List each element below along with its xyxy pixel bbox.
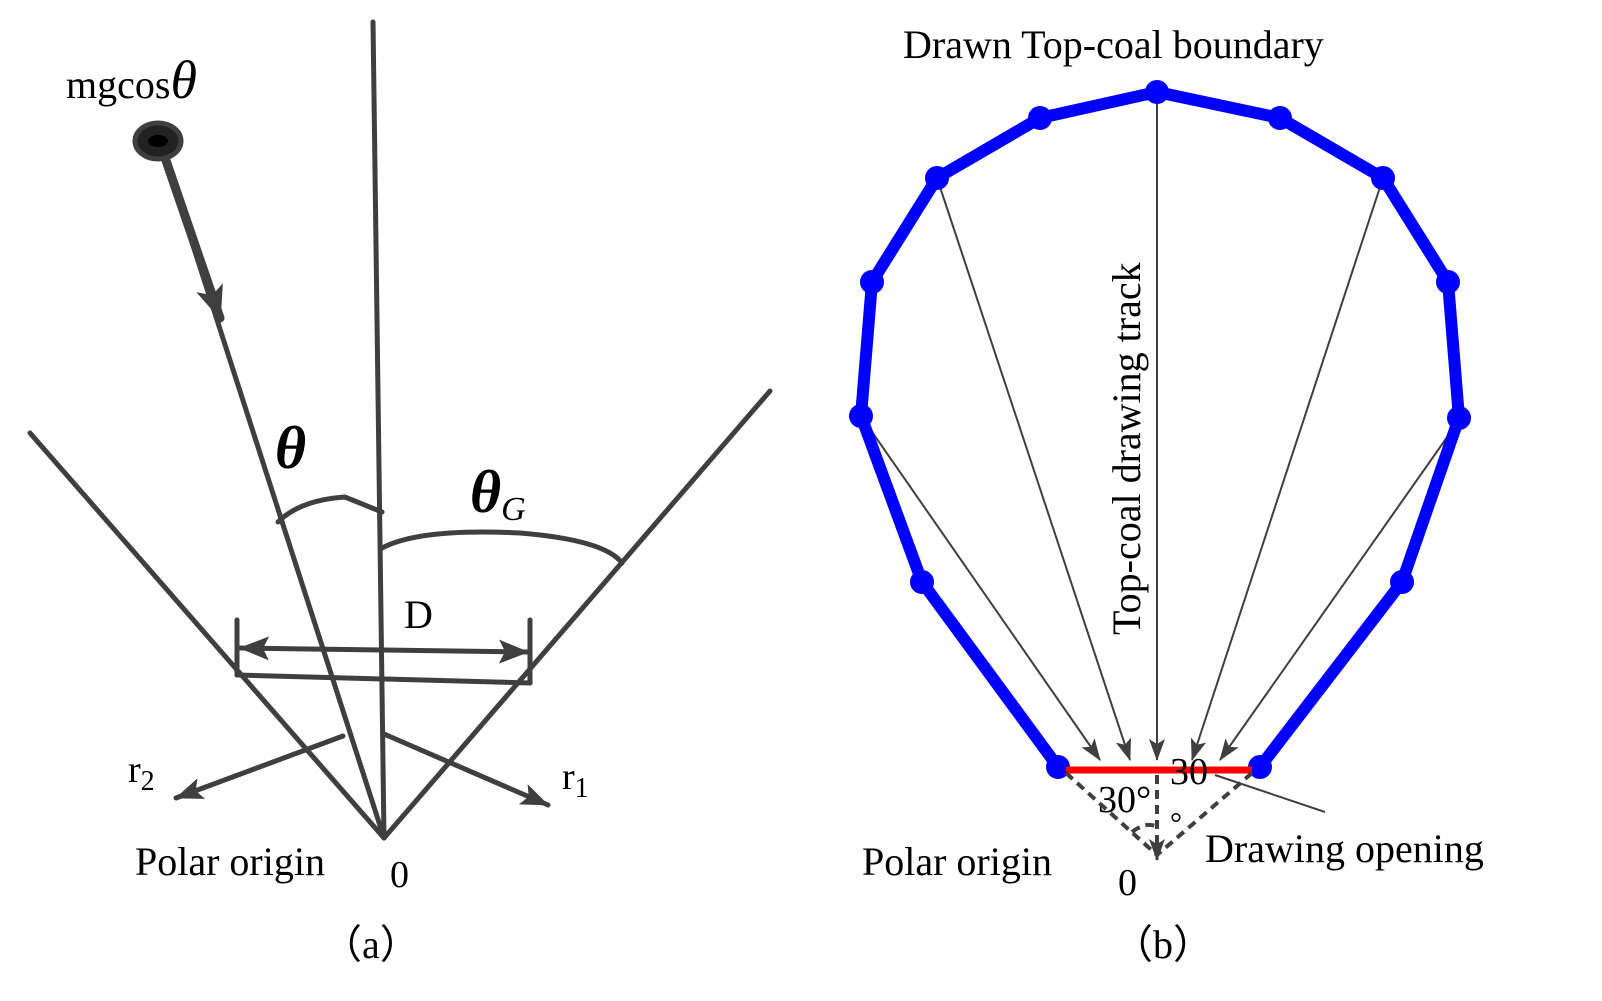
angle-left-label: 30° [1098,779,1151,821]
boundary-point [1046,755,1070,779]
boundary-point [849,404,873,428]
track-label: Top-coal drawing track [1104,262,1149,635]
right-wall [381,388,773,841]
boundary-point [910,570,934,594]
r2-label: r2 [128,749,155,797]
origin-zero-b: 0 [1118,862,1137,904]
r1-label: r1 [562,756,589,804]
boundary-point [1028,106,1052,130]
track-line [1219,415,1463,761]
boundary-point [1145,80,1169,104]
top-coal-boundary [855,86,1465,773]
dashed-right [1155,771,1254,857]
origin-zero-a: 0 [390,854,409,896]
track-line [1190,177,1384,761]
boundary-point [1390,570,1414,594]
boundary-point [1248,755,1272,779]
theta-g-label: θG [470,459,526,528]
boundary-point [925,166,949,190]
caption-a: （a） [322,922,420,967]
boundary-point [1371,166,1395,190]
opening-leader [1214,774,1326,813]
boundary-point [1268,106,1292,130]
boundary-title: Drawn Top-coal boundary [903,22,1324,67]
force-arrow [155,138,225,323]
angle-right-degree: ° [1170,807,1182,840]
d-arrow-left [237,636,386,661]
theta-label: θ [275,415,306,481]
d-arrow-right [380,639,531,664]
track-line [936,177,1131,761]
theta-arc [275,494,385,525]
left-wall [27,430,387,841]
d-label: D [404,592,433,637]
boundary-point [1447,406,1471,430]
caption-b: （b） [1113,922,1213,967]
angle-right-label: 30 [1170,751,1208,793]
r2-vector [173,733,346,801]
boundary-point [860,270,884,294]
force-label: mgcosθ [66,50,197,110]
polar-origin-label-a: Polar origin [135,839,325,884]
drawing-opening-label: Drawing opening [1205,826,1484,871]
vertical-axis [370,19,387,841]
theta-g-arc [379,529,625,566]
r1-vector [381,731,551,808]
polar-origin-label-b: Polar origin [862,839,1052,884]
boundary-point [1436,270,1460,294]
panel-a [27,19,773,841]
drawing-tracks [860,92,1463,813]
opening-line [234,672,533,686]
dashed-left [1064,771,1159,857]
panel-b [849,80,1471,861]
angle-arc-left [1130,822,1156,834]
track-line [860,415,1101,761]
boundary-points [849,80,1471,779]
